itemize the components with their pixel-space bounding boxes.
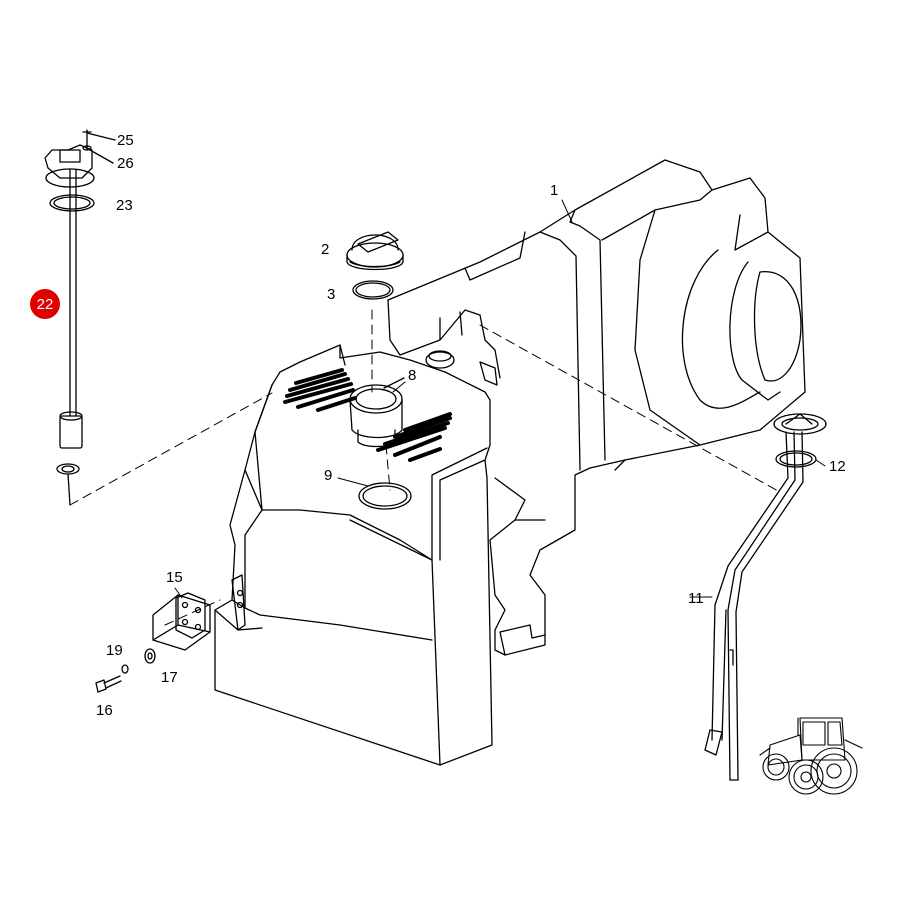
level-sender-assembly xyxy=(44,129,116,506)
seal-ring-9 xyxy=(358,482,412,510)
callout-19: 19 xyxy=(106,642,123,659)
callout-2: 2 xyxy=(321,241,330,258)
tank-front-section xyxy=(214,344,493,766)
callout-12: 12 xyxy=(829,458,846,475)
callout-8: 8 xyxy=(408,367,417,384)
cap-seal-ring xyxy=(352,280,394,300)
sender-seal-ring xyxy=(49,194,95,212)
part-22-label: 22 xyxy=(36,295,54,313)
cap-seal-ring-inner xyxy=(355,282,391,298)
tank-rear-section xyxy=(387,159,806,656)
callout-17: 17 xyxy=(161,669,178,686)
callout-16: 16 xyxy=(96,702,113,719)
assembly-dash-lines xyxy=(69,309,781,626)
callout-11: 11 xyxy=(688,590,704,607)
vent-grille xyxy=(283,368,452,462)
seal-ring-9-inner xyxy=(362,485,408,507)
callout-3: 3 xyxy=(327,286,336,303)
callout-23: 23 xyxy=(116,197,133,214)
callout-9: 9 xyxy=(324,467,333,484)
callout-26: 26 xyxy=(117,155,134,172)
leader-lines xyxy=(174,199,826,599)
part-22-badge[interactable]: 22 xyxy=(30,289,60,319)
tractor-icon xyxy=(759,717,863,795)
callout-25: 25 xyxy=(117,132,134,149)
tank-upper-body xyxy=(387,299,501,386)
callout-1: 1 xyxy=(550,182,559,199)
bracket-hardware xyxy=(95,574,246,693)
filler-cap xyxy=(346,231,404,271)
callout-15: 15 xyxy=(166,569,183,586)
suction-pipe-assembly xyxy=(704,413,827,781)
filler-neck xyxy=(349,377,405,448)
